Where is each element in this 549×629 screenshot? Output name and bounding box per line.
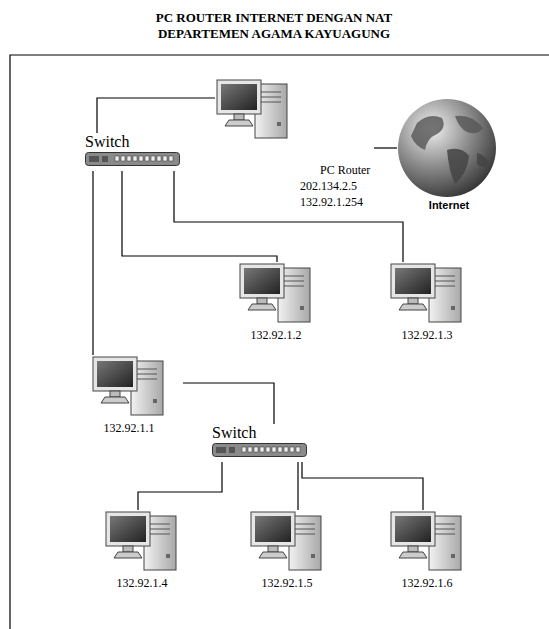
- network-cable: [92, 171, 93, 355]
- computer-node: 132.92.1.3: [373, 262, 481, 343]
- node-label: 132.92.1.2: [222, 328, 330, 343]
- node-label: 132.92.1.1: [75, 421, 183, 436]
- computer-icon: [238, 262, 314, 324]
- switch-icon: [85, 151, 180, 167]
- node-label: Switch: [212, 424, 307, 442]
- switch-node: Switch: [212, 424, 307, 462]
- node-label: 132.92.1.3: [373, 328, 481, 343]
- computer-node: 132.92.1.2: [222, 262, 330, 343]
- internet-node: Internet: [397, 98, 501, 212]
- diagram-title: PC ROUTER INTERNET DENGAN NAT DEPARTEMEN…: [124, 10, 424, 42]
- network-cable: [183, 383, 274, 424]
- network-cable: [297, 462, 298, 510]
- network-cable: [122, 171, 277, 262]
- switch-node: Switch: [85, 133, 180, 171]
- computer-icon: [389, 510, 465, 572]
- switch-icon: [212, 442, 307, 458]
- node-label: 132.92.1.254: [300, 195, 363, 209]
- computer-node: 132.92.1.4: [88, 510, 196, 591]
- router-node: PC Router 202.134.2.5 132.92.1.254: [215, 78, 374, 212]
- node-label: Internet: [397, 198, 501, 212]
- computer-icon: [249, 510, 325, 572]
- node-label: 202.134.2.5: [300, 179, 357, 193]
- computer-icon: [389, 262, 465, 324]
- node-label: PC Router: [320, 163, 370, 177]
- computer-node: 132.92.1.5: [233, 510, 341, 591]
- network-cable: [97, 98, 215, 133]
- network-cable: [302, 462, 423, 510]
- computer-icon: [215, 78, 291, 140]
- frame-border: [10, 55, 549, 629]
- computer-icon: [91, 355, 167, 417]
- computer-node: 132.92.1.1: [75, 355, 183, 436]
- network-cable: [374, 147, 397, 148]
- node-label: 132.92.1.6: [373, 576, 481, 591]
- node-label: Switch: [85, 133, 180, 151]
- computer-icon: [104, 510, 180, 572]
- node-label: 132.92.1.5: [233, 576, 341, 591]
- network-cable: [138, 462, 222, 510]
- network-cable: [174, 171, 403, 262]
- computer-node: 132.92.1.6: [373, 510, 481, 591]
- node-label: 132.92.1.4: [88, 576, 196, 591]
- globe-icon: [397, 98, 497, 198]
